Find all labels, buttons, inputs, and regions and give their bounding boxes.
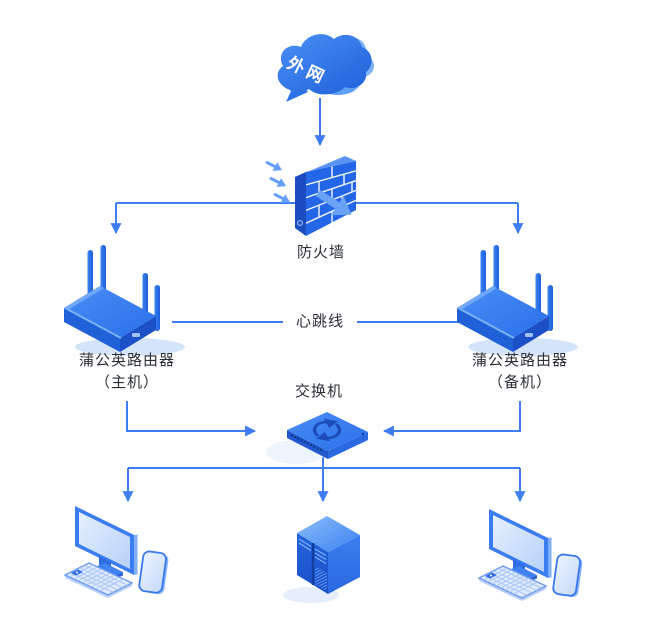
router-backup-label: 蒲公英路由器 （备机）: [472, 350, 568, 394]
switch-ports: [290, 432, 365, 452]
router-primary-role: （主机）: [94, 374, 160, 391]
heartbeat-label: 心跳线: [295, 313, 345, 330]
router-body: [457, 286, 549, 352]
incoming-arrows-icon: [265, 160, 291, 203]
node-external-network: 外网: [256, 22, 384, 106]
router-backup-role: （备机）: [487, 374, 553, 391]
server-body: [297, 516, 360, 594]
router-primary-name: 蒲公英路由器: [78, 352, 176, 369]
node-firewall: [262, 140, 372, 252]
firewall-label: 防火墙: [296, 244, 346, 261]
wireless-router-icon: [457, 245, 578, 356]
firewall-side-dot: [296, 219, 303, 226]
connector-router-backup-to-switch: [382, 401, 521, 437]
switch-label: 交换机: [294, 383, 344, 400]
node-workstation-left: [40, 498, 195, 613]
cloud-body: [277, 34, 372, 95]
brick-wall-icon: [265, 156, 356, 236]
node-router-primary: [48, 242, 208, 357]
smartphone-icon: [552, 553, 583, 598]
node-server: [283, 505, 378, 605]
desktop-computer-icon: [63, 506, 169, 598]
wireless-router-icon: [64, 245, 185, 356]
router-backup-name: 蒲公英路由器: [471, 352, 569, 369]
smartphone-icon: [138, 550, 169, 595]
firewall-side-face: [295, 172, 306, 236]
node-router-backup: [441, 242, 601, 357]
keyboard-icon: [477, 565, 548, 601]
node-workstation-right: [454, 501, 609, 616]
network-switch-icon: [266, 412, 368, 464]
desktop-computer-icon: [477, 509, 583, 601]
server-slots: [298, 538, 327, 565]
node-switch: [266, 392, 384, 470]
router-body: [64, 286, 156, 352]
router-primary-label: 蒲公英路由器 （主机）: [79, 350, 175, 394]
cloud-icon: 外网: [277, 34, 374, 102]
sync-arrows-icon: [312, 418, 342, 442]
connector-router-primary-to-switch: [126, 401, 257, 437]
server-icon: [283, 516, 360, 603]
brick-pattern: [306, 166, 356, 224]
keyboard-icon: [63, 562, 134, 598]
firewall-top-face: [295, 156, 356, 177]
outgoing-arrow-icon: [315, 189, 352, 216]
